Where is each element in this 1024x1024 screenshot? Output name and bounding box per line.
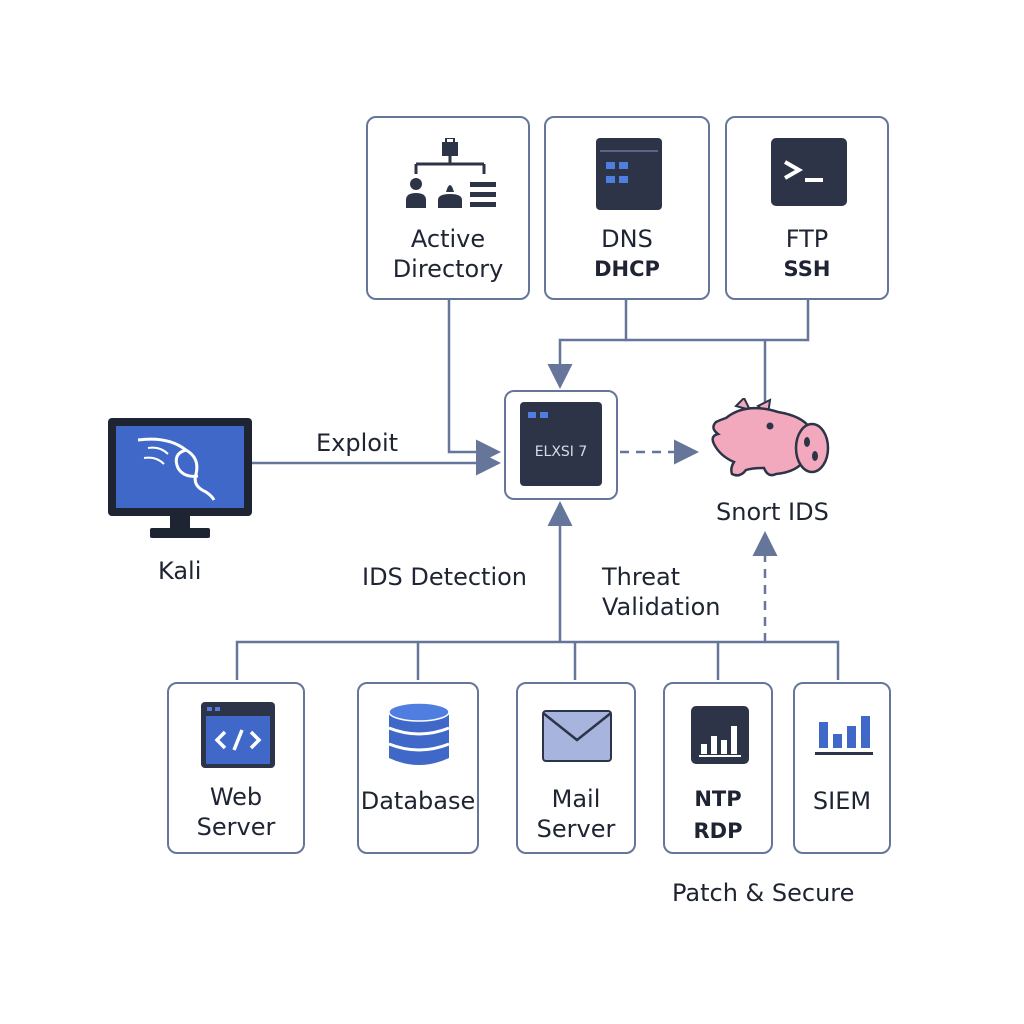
- active-directory-label-line1: Active: [410, 225, 486, 253]
- ntp-label: NTP: [694, 787, 742, 811]
- kali-label: Kali: [158, 557, 202, 585]
- bar-chart-icon: [691, 706, 749, 764]
- dhcp-label: DHCP: [594, 257, 660, 281]
- database-node[interactable]: Database: [357, 682, 479, 854]
- threat-validation-label-line1: Threat: [602, 563, 681, 591]
- web-server-node[interactable]: Web Server: [167, 682, 305, 854]
- mail-server-label-line1: Mail: [551, 785, 601, 813]
- mail-server-label-line2: Server: [536, 815, 616, 843]
- dns-dhcp-node[interactable]: DNS DHCP: [544, 116, 710, 300]
- ids-detection-label: IDS Detection: [362, 563, 528, 591]
- siem-chart-icon: [815, 716, 873, 755]
- elxsi-node[interactable]: ELXSI 7: [504, 390, 618, 500]
- bottom-bus-line: [235, 640, 840, 680]
- envelope-icon: [542, 710, 612, 762]
- threat-validation-label-line2: Validation: [602, 593, 721, 621]
- web-server-label-line2: Server: [196, 813, 276, 841]
- dns-ftp-bus-line: [624, 300, 810, 342]
- ftp-ssh-node[interactable]: FTP SSH: [725, 116, 889, 300]
- server-icon: [520, 402, 602, 486]
- code-icon: [201, 702, 275, 768]
- web-server-label-line1: Web: [209, 783, 263, 811]
- bus-to-elxsi-line: [547, 338, 626, 389]
- ad-to-elxsi-line: [447, 300, 501, 465]
- database-label: Database: [360, 787, 476, 815]
- terminal-icon: [771, 138, 847, 206]
- ssh-label: SSH: [783, 257, 831, 281]
- ftp-label: FTP: [785, 225, 829, 253]
- server-window-icon: [596, 138, 662, 210]
- rdp-label: RDP: [693, 819, 743, 843]
- dns-label: DNS: [601, 225, 653, 253]
- pig-icon: [711, 398, 830, 477]
- siem-node[interactable]: SIEM: [793, 682, 891, 854]
- patch-secure-label: Patch & Secure: [672, 879, 855, 907]
- database-icon: [388, 702, 450, 765]
- snort-label: Snort IDS: [716, 498, 829, 526]
- ntp-rdp-node[interactable]: NTP RDP: [663, 682, 773, 854]
- kali-dragon-monitor-icon[interactable]: [108, 418, 252, 542]
- active-directory-node[interactable]: Active Directory: [366, 116, 530, 300]
- org-chart-icon: [406, 138, 496, 208]
- elxsi-label: ELXSI 7: [534, 444, 588, 460]
- exploit-label: Exploit: [316, 429, 399, 457]
- active-directory-label-line2: Directory: [392, 255, 504, 283]
- siem-label: SIEM: [812, 787, 872, 815]
- mail-server-node[interactable]: Mail Server: [516, 682, 636, 854]
